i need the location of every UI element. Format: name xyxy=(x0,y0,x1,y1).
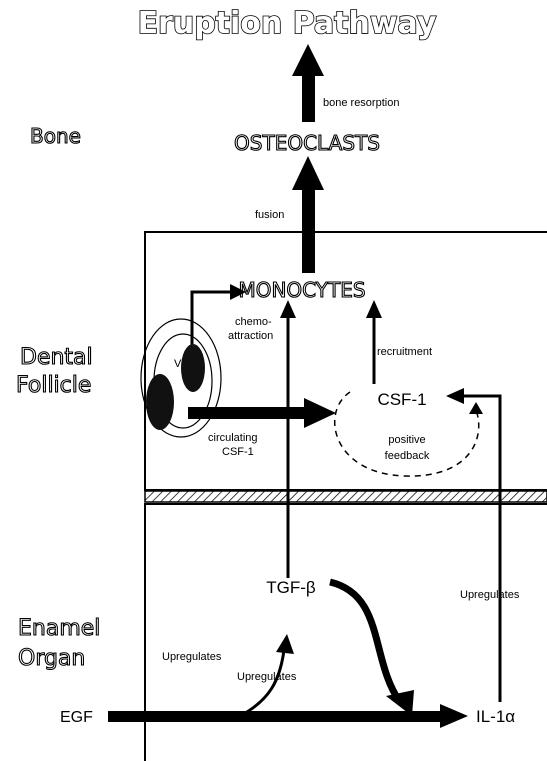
circulating-csf1-arrow-head xyxy=(304,398,336,428)
csf1-to-monocytes-head xyxy=(366,300,382,318)
tgfb-to-monocytes-head xyxy=(280,300,296,318)
node-egf: EGF xyxy=(60,709,93,726)
fusion-label: fusion xyxy=(255,209,284,221)
node-csf1: CSF-1 xyxy=(377,390,426,409)
egf-to-tgfb-curve xyxy=(240,650,284,716)
node-osteoclasts: OSTEOCLASTS xyxy=(234,131,380,155)
il1a-to-csf1-line xyxy=(462,396,500,702)
region-label-follicle: Follicle xyxy=(16,373,91,398)
il1a-to-csf1-head xyxy=(446,388,464,404)
vessel-cell-upper xyxy=(181,344,205,392)
node-monocytes: MONOCYTES xyxy=(238,278,365,302)
egf-to-tgfb-head xyxy=(276,634,294,654)
region-label-enamel: Enamel xyxy=(18,616,100,641)
circulating-label-1: circulating xyxy=(208,432,258,444)
bone-resorption-label: bone resorption xyxy=(323,97,399,109)
hatched-separator xyxy=(145,491,547,502)
vessel-label: V xyxy=(174,358,182,370)
region-label-bone: Bone xyxy=(30,124,81,148)
bone-resorption-arrow-shaft xyxy=(302,72,315,122)
vessel-to-monocytes-line xyxy=(192,292,232,355)
upregulates-right-label: Upregulates xyxy=(460,589,520,601)
positive-feedback-head xyxy=(469,402,483,414)
upregulates-mid-label: Upregulates xyxy=(237,671,297,683)
diagram-title: Eruption Pathway xyxy=(138,6,437,41)
region-label-dental: Dental xyxy=(20,345,93,370)
positive-feedback-label-1: positive xyxy=(388,434,425,446)
node-il1a: IL-1α xyxy=(476,707,515,726)
circulating-label-2: CSF-1 xyxy=(222,446,254,458)
region-label-organ: Organ xyxy=(18,646,85,671)
bone-resorption-arrow-head xyxy=(292,44,324,76)
positive-feedback-label-2: feedback xyxy=(385,450,430,462)
egf-to-il1a-arrow-shaft xyxy=(108,711,444,722)
blood-vessel: V xyxy=(141,319,221,437)
fusion-arrow-shaft xyxy=(302,185,315,273)
chemoattraction-label-2: attraction xyxy=(228,330,273,342)
vessel-cell-lower xyxy=(146,374,174,430)
tgfb-to-il1a-curve xyxy=(330,582,400,702)
egf-to-il1a-arrow-head xyxy=(440,704,468,728)
fusion-arrow-head xyxy=(292,156,324,190)
node-tgfb: TGF-β xyxy=(266,578,316,597)
recruitment-label: recruitment xyxy=(377,346,432,358)
upregulates-left-label: Upregulates xyxy=(162,651,222,663)
chemoattraction-label-1: chemo- xyxy=(235,316,272,328)
